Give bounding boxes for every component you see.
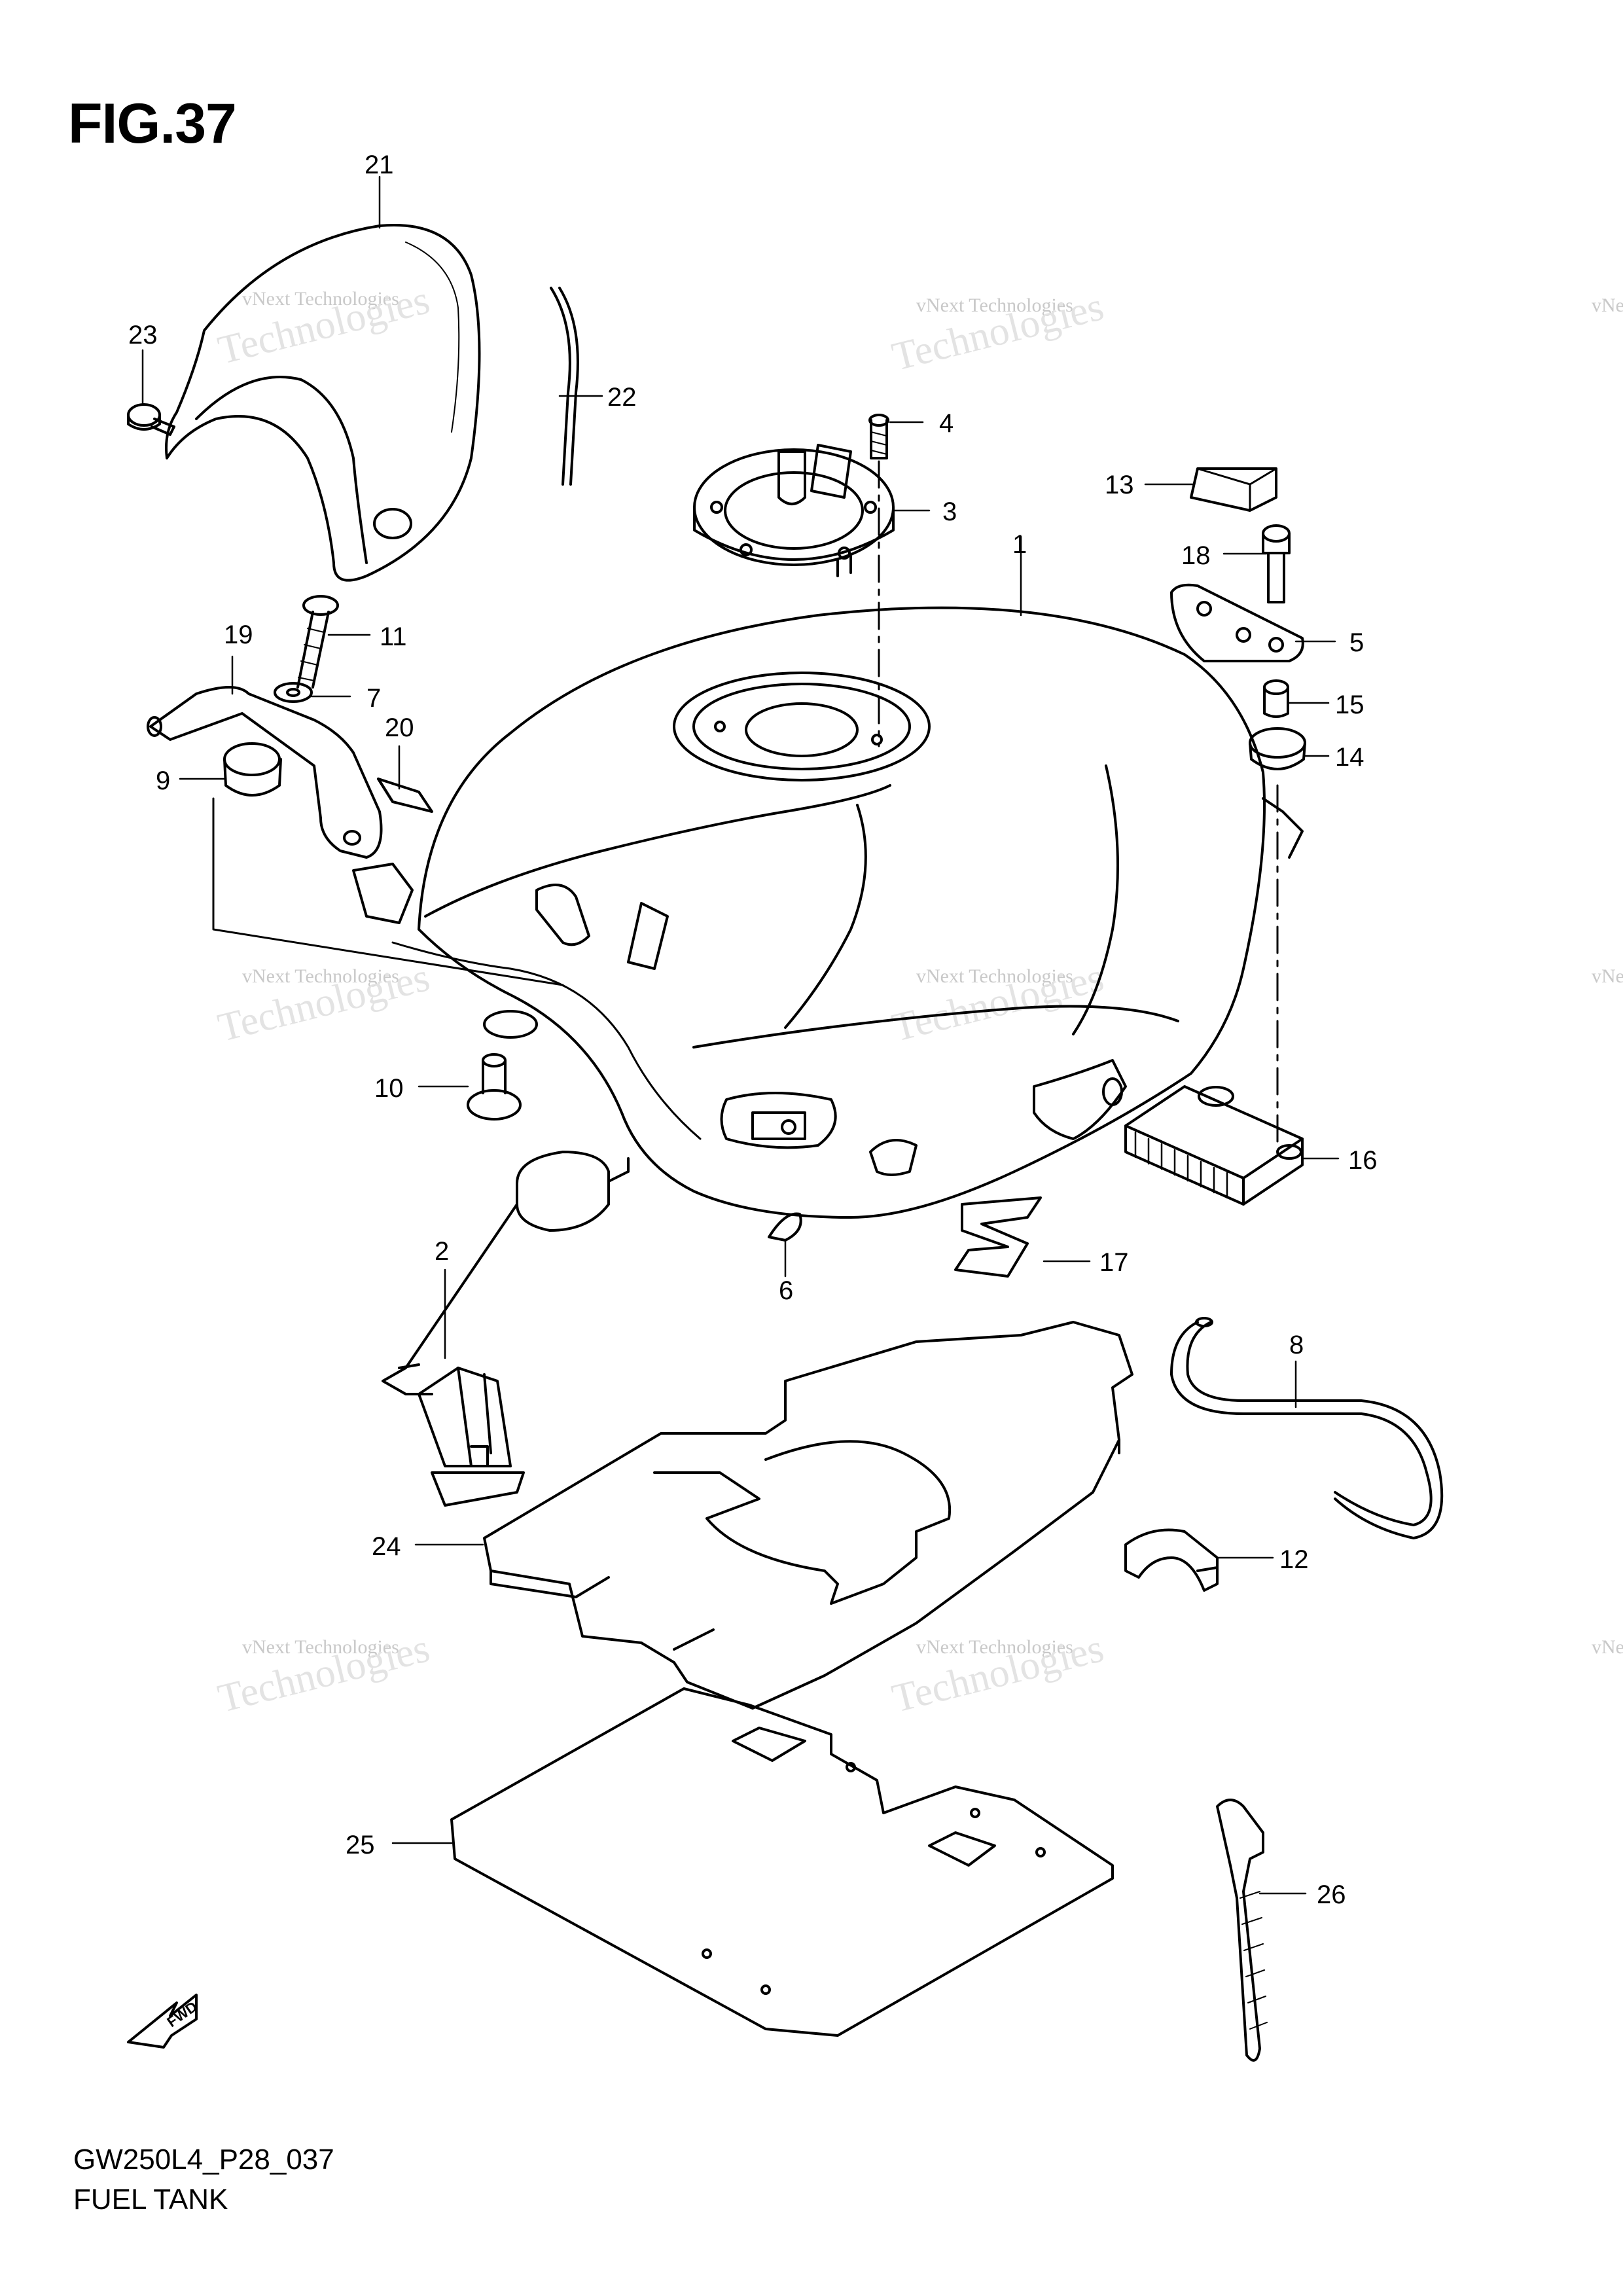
part-17-emblem bbox=[954, 1196, 1042, 1278]
part-24-mat bbox=[483, 1321, 1133, 1710]
part-12-clamp bbox=[1124, 1528, 1219, 1592]
callout-19: 19 bbox=[224, 620, 253, 649]
part-16-rear-bracket bbox=[1124, 1085, 1304, 1206]
part-3-fuel-cap bbox=[693, 444, 895, 577]
part-14-grommet bbox=[1249, 727, 1306, 770]
callout-11: 11 bbox=[380, 622, 407, 651]
part-15-collar bbox=[1263, 679, 1289, 718]
part-23-screw bbox=[127, 403, 175, 436]
callout-13: 13 bbox=[1105, 471, 1134, 499]
leader-line bbox=[212, 797, 564, 986]
fwd-arrow-icon: FWD bbox=[127, 1994, 200, 2049]
part-11-bolt bbox=[296, 595, 339, 689]
part-1-fuel-tank bbox=[352, 606, 1304, 1219]
figure-code: GW250L4_P28_037 bbox=[73, 2144, 334, 2176]
watermark: vNe bbox=[1592, 1636, 1623, 1658]
callout-25: 25 bbox=[346, 1831, 375, 1859]
callout-22: 22 bbox=[607, 383, 637, 412]
callout-15: 15 bbox=[1335, 691, 1364, 719]
part-25-panel bbox=[450, 1687, 1114, 2037]
callout-8: 8 bbox=[1289, 1331, 1304, 1359]
callout-9: 9 bbox=[156, 766, 170, 795]
part-21-tank-cover bbox=[165, 224, 481, 582]
callout-12: 12 bbox=[1279, 1545, 1309, 1574]
part-2-fuel-sender bbox=[382, 1151, 630, 1507]
watermark: vNe bbox=[1592, 965, 1623, 987]
callout-2: 2 bbox=[435, 1237, 449, 1266]
callout-4: 4 bbox=[939, 409, 954, 438]
callout-10: 10 bbox=[374, 1074, 404, 1103]
part-5-bracket-plate bbox=[1170, 583, 1304, 662]
part-13-cushion bbox=[1190, 467, 1277, 512]
callout-18: 18 bbox=[1181, 541, 1211, 570]
callout-26: 26 bbox=[1317, 1880, 1346, 1909]
figure-title: FIG.37 bbox=[68, 92, 237, 155]
part-20-clip bbox=[377, 778, 433, 813]
callout-7: 7 bbox=[366, 684, 381, 713]
part-6-emblem bbox=[768, 1212, 802, 1242]
callout-1: 1 bbox=[1012, 530, 1027, 559]
leader-lines bbox=[141, 175, 1340, 1895]
callout-16: 16 bbox=[1348, 1146, 1378, 1175]
part-26-cable-tie bbox=[1216, 1799, 1268, 2062]
callout-3: 3 bbox=[942, 497, 957, 526]
part-19-bracket bbox=[147, 686, 383, 859]
callout-17: 17 bbox=[1099, 1248, 1129, 1277]
part-7-washer bbox=[274, 682, 313, 703]
part-18-bolt bbox=[1262, 524, 1291, 603]
callout-24: 24 bbox=[372, 1532, 401, 1561]
callout-6: 6 bbox=[779, 1276, 793, 1305]
callout-labels: 21 22 23 4 3 1 13 18 5 15 14 16 17 6 11 … bbox=[128, 151, 1378, 1909]
figure-name: FUEL TANK bbox=[73, 2183, 228, 2215]
callout-5: 5 bbox=[1349, 628, 1364, 657]
callout-21: 21 bbox=[365, 151, 394, 179]
part-22-rubber-strip bbox=[550, 287, 579, 486]
callout-23: 23 bbox=[128, 321, 158, 350]
part-10-damper bbox=[467, 1010, 538, 1121]
callout-14: 14 bbox=[1335, 743, 1364, 772]
part-8-hose bbox=[1170, 1317, 1444, 1539]
part-4-cap-bolt bbox=[868, 414, 889, 459]
part-9-grommet bbox=[223, 742, 282, 797]
callout-20: 20 bbox=[385, 713, 414, 742]
watermark: vNe bbox=[1592, 295, 1623, 316]
